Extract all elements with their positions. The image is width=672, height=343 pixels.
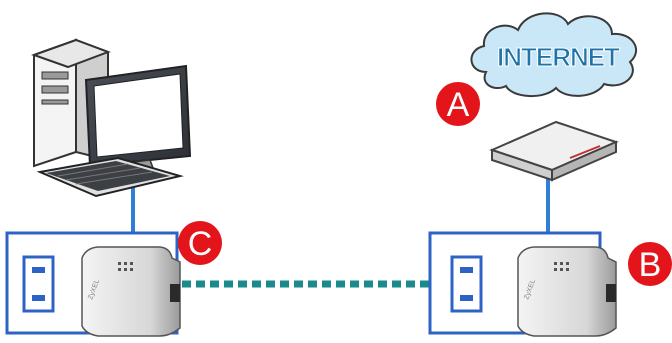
powerline-adapter-icon: ZyXEL: [517, 246, 617, 337]
cloud-icon: INTERNET: [470, 12, 637, 97]
marker-a-label: A: [447, 86, 470, 124]
marker-b-label: B: [639, 246, 662, 284]
router-icon: [489, 120, 619, 182]
marker-c: C: [178, 221, 222, 265]
marker-b: B: [628, 242, 672, 286]
cloud-label: INTERNET: [497, 42, 620, 72]
wall-socket-icon: [22, 255, 55, 313]
marker-a: A: [436, 82, 480, 126]
wall-socket-icon: [450, 255, 483, 313]
marker-c-label: C: [188, 225, 213, 263]
powerline-adapter-icon: ZyXEL: [81, 246, 181, 337]
desktop-computer-icon: [31, 38, 192, 198]
